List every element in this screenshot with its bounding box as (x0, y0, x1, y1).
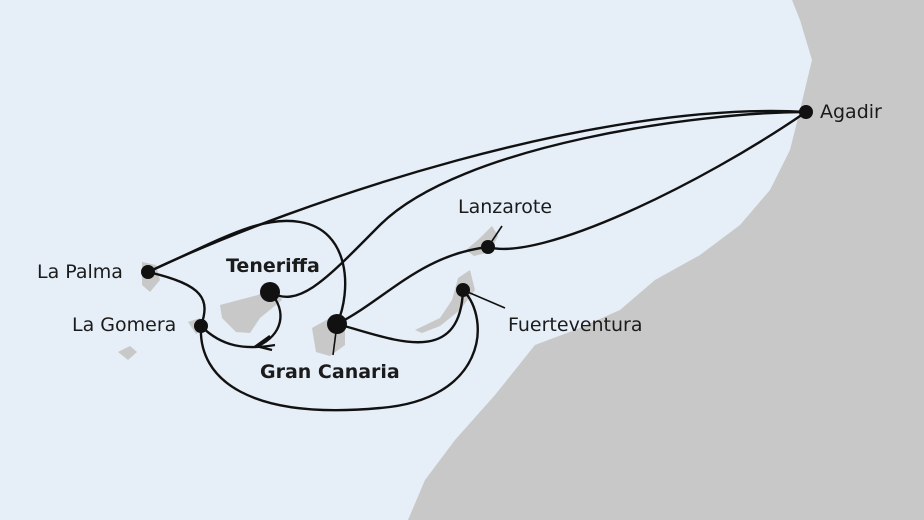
route-fuerteventura-la-gomera (199, 289, 479, 412)
leader-fuerteventura (462, 289, 506, 309)
routes (147, 109, 807, 412)
port-marker-teneriffa[interactable] (260, 282, 280, 302)
port-marker-fuerteventura[interactable] (456, 283, 470, 297)
african-coast (408, 0, 924, 520)
route-la-gomera-loop (200, 325, 276, 349)
route-gran-canaria-fuerteventura (336, 289, 465, 344)
route-teneriffa-agadir (269, 110, 807, 298)
island-el-hierro (118, 346, 137, 360)
port-marker-la-gomera[interactable] (194, 319, 208, 333)
route-lanzarote-agadir (487, 111, 807, 250)
port-marker-la-palma[interactable] (141, 265, 155, 279)
port-marker-lanzarote[interactable] (481, 240, 495, 254)
label-la-palma: La Palma (37, 261, 123, 283)
label-agadir: Agadir (820, 101, 882, 123)
port-marker-agadir[interactable] (799, 105, 813, 119)
label-fuerteventura: Fuerteventura (508, 314, 643, 336)
island-fuerteventura (415, 270, 475, 333)
label-la-gomera: La Gomera (72, 314, 177, 336)
label-teneriffa: Teneriffa (226, 255, 320, 277)
route-la-palma-la-gomera (147, 270, 206, 327)
arrow-head (253, 335, 273, 352)
label-lanzarote: Lanzarote (458, 196, 553, 218)
label-gran-canaria: Gran Canaria (260, 361, 400, 383)
route-la-palma-gran-canaria (147, 219, 347, 325)
route-gran-canaria-lanzarote (336, 245, 489, 326)
port-marker-gran-canaria[interactable] (327, 314, 347, 334)
